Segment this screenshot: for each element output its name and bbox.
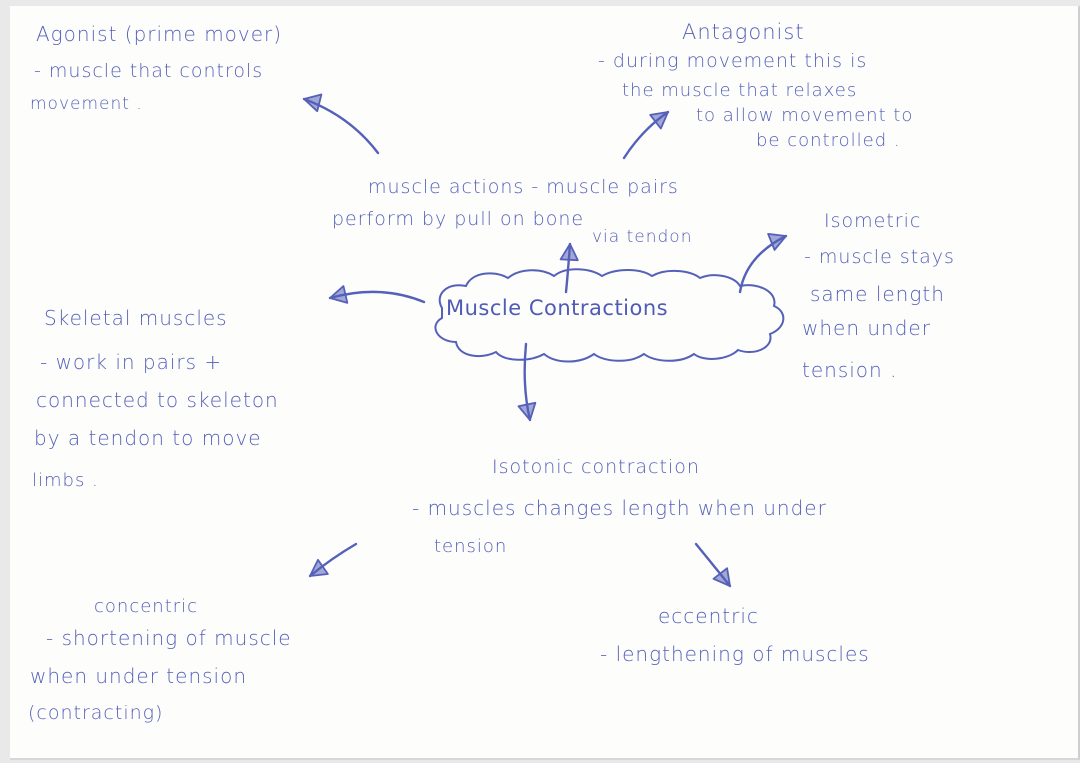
- arrow-to-eccentric: [694, 542, 732, 588]
- actions-line-3: via tendon: [592, 227, 693, 247]
- isometric-title: Isometric: [824, 210, 922, 232]
- antagonist-line-4: be controlled .: [756, 130, 901, 151]
- isotonic-title: Isotonic contraction: [492, 456, 700, 478]
- agonist-line-1: - muscle that controls: [34, 60, 264, 82]
- agonist-title: Agonist (prime mover): [36, 22, 283, 46]
- skeletal-line-3: by a tendon to move: [34, 426, 262, 450]
- central-cloud-outline: [434, 268, 785, 363]
- eccentric-line-1: - lengthening of muscles: [600, 642, 870, 666]
- arrow-to-agonist-head: [303, 93, 323, 113]
- note-card: Muscle Contractions Agonist (prime mover…: [10, 6, 1080, 760]
- arrow-to-isometric: [738, 232, 788, 294]
- isotonic-line-1: - muscles changes length when under: [412, 496, 827, 520]
- arrow-to-actions-head: [559, 243, 579, 262]
- antagonist-title: Antagonist: [682, 20, 805, 44]
- antagonist-line-1: - during movement this is: [598, 50, 868, 72]
- arrow-to-skeletal: [328, 285, 426, 304]
- antagonist-line-2: the muscle that relaxes: [622, 80, 858, 101]
- isometric-line-4: tension .: [802, 358, 898, 382]
- arrow-to-concentric: [308, 542, 358, 578]
- actions-line-1: muscle actions - muscle pairs: [368, 176, 679, 198]
- isotonic-line-2: tension: [434, 536, 508, 557]
- concentric-line-3: (contracting): [28, 702, 164, 724]
- arrow-to-isometric-head: [767, 232, 787, 251]
- agonist-line-2: movement .: [30, 94, 143, 114]
- concentric-title: concentric: [94, 596, 199, 617]
- arrow-to-eccentric-head: [712, 567, 731, 587]
- isometric-line-2: same length: [810, 282, 945, 306]
- arrow-to-antagonist: [622, 110, 670, 160]
- mind-map-connectors: [302, 93, 788, 588]
- skeletal-line-1: - work in pairs +: [40, 350, 223, 374]
- actions-line-2: perform by pull on bone: [332, 208, 585, 230]
- antagonist-line-3: to allow movement to: [696, 105, 914, 126]
- central-topic: Muscle Contractions: [446, 296, 669, 320]
- arrow-to-isotonic-head: [517, 401, 537, 421]
- skeletal-title: Skeletal muscles: [44, 306, 228, 330]
- concentric-line-1: - shortening of muscle: [46, 626, 292, 650]
- skeletal-line-4: limbs .: [32, 470, 99, 491]
- arrow-to-actions: [559, 242, 579, 294]
- arrow-to-skeletal-head: [329, 285, 349, 304]
- eccentric-title: eccentric: [658, 604, 759, 628]
- concentric-line-2: when under tension: [30, 664, 248, 688]
- arrow-to-antagonist-head: [649, 111, 669, 130]
- arrow-to-isotonic: [517, 342, 537, 422]
- arrow-to-concentric-head: [309, 558, 329, 577]
- isometric-line-3: when under: [802, 316, 931, 340]
- skeletal-line-2: connected to skeleton: [36, 388, 279, 412]
- arrow-to-agonist: [302, 93, 380, 155]
- isometric-line-1: - muscle stays: [804, 246, 955, 268]
